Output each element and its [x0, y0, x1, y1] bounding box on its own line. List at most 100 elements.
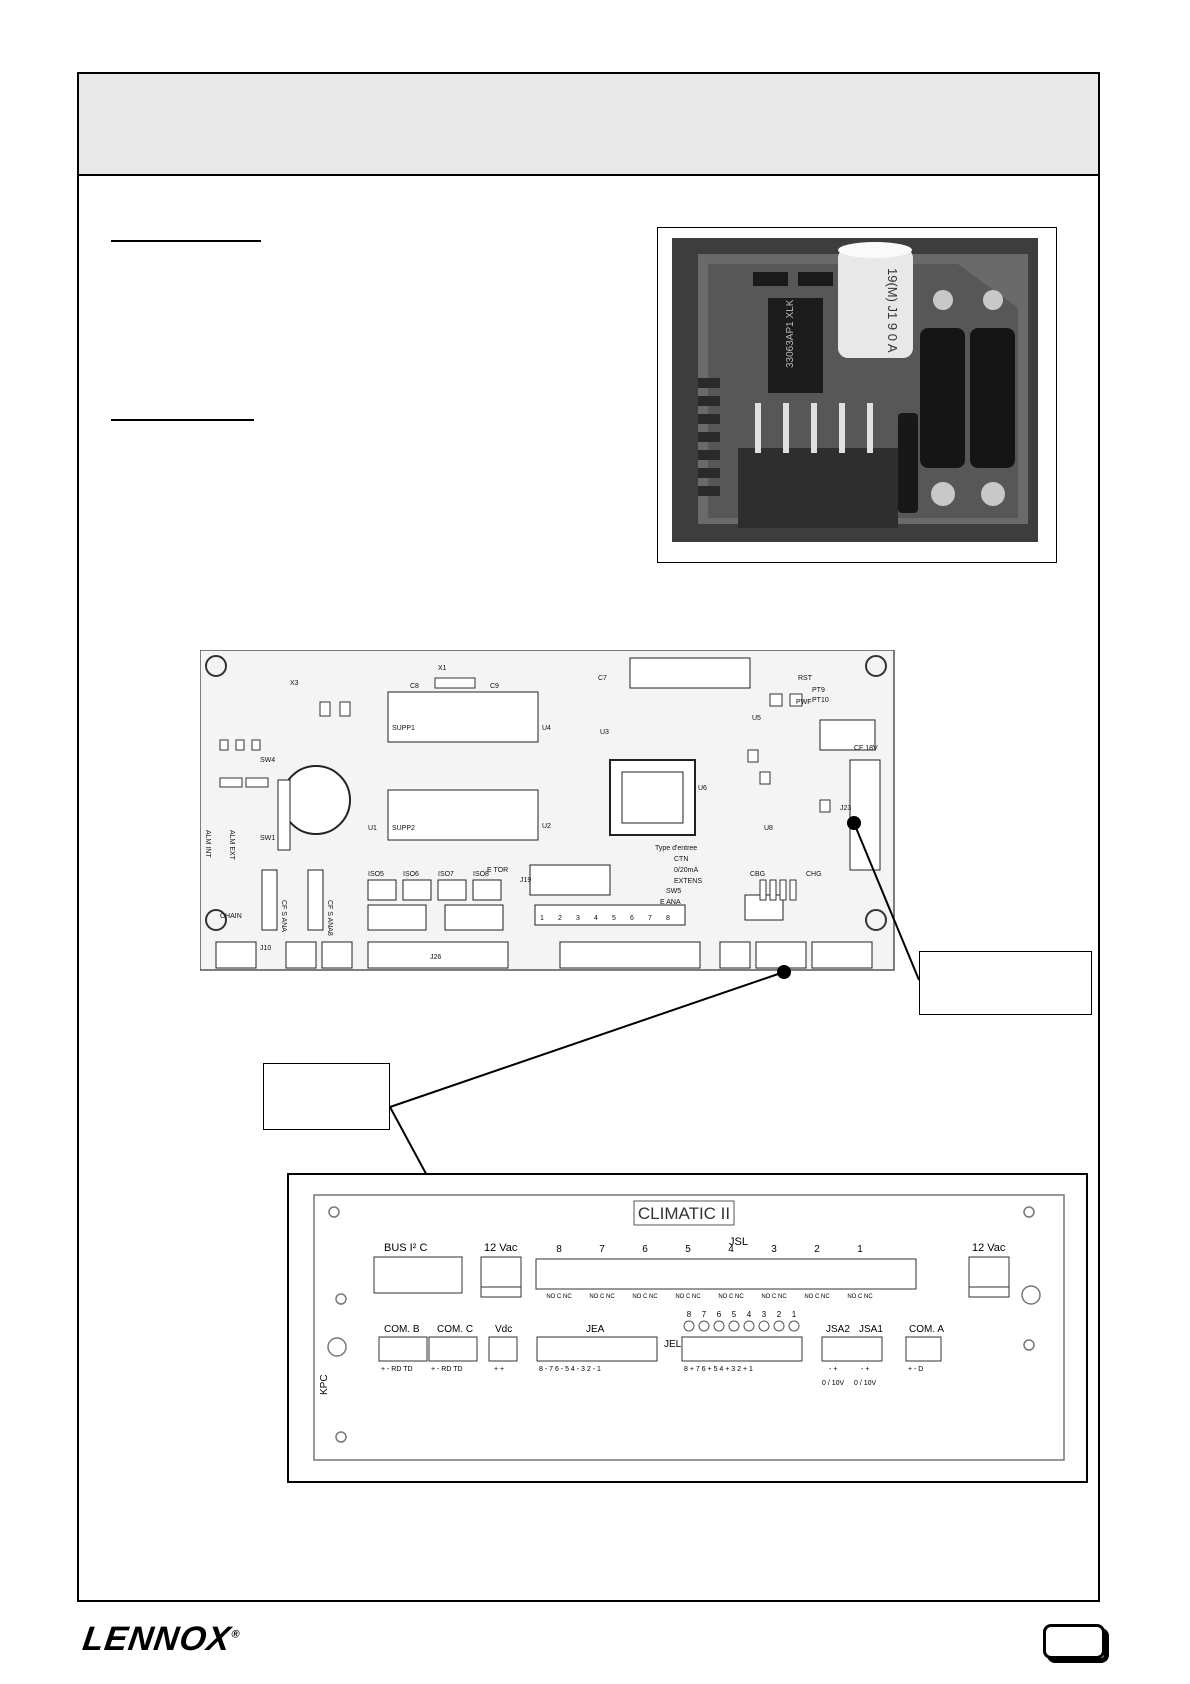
label-c9: C9 [490, 683, 499, 690]
label-jsl: JSL [729, 1236, 748, 1248]
main-board-drawing: X1 X3 C8 C9 C7 SUPP1 SUPP2 U4 U2 U1 U6 U… [200, 650, 895, 971]
led-num-8: 8 [687, 1310, 692, 1319]
label-x1: X1 [438, 665, 447, 672]
led-num-1: 1 [792, 1310, 797, 1319]
label-extens: EXTENS [674, 878, 702, 885]
label-ctn: CTN [674, 856, 688, 863]
relay-num-5: 5 [685, 1244, 691, 1255]
relay-contacts-4: NO C NC [718, 1294, 744, 1300]
label-alm-int: ALM INT [204, 830, 211, 858]
input-num-5: 5 [612, 915, 616, 922]
label-alm-ext: ALM EXT [228, 830, 235, 861]
label-c7: C7 [598, 675, 607, 682]
led-num-5: 5 [732, 1310, 737, 1319]
label-sw1: SW1 [260, 835, 275, 842]
led-num-7: 7 [702, 1310, 707, 1319]
pins-com-b: + - RD TD [381, 1366, 413, 1373]
lennox-logo: LENNOX® [80, 1620, 242, 1658]
relay-contacts-3: NO C NC [761, 1294, 787, 1300]
label-pt10: PT10 [812, 697, 829, 704]
label-sw5: SW5 [666, 888, 681, 895]
label-vdc: Vdc [495, 1324, 512, 1335]
label-jea: JEA [586, 1324, 605, 1335]
label-x3: X3 [290, 680, 299, 687]
relay-num-3: 3 [771, 1244, 777, 1255]
relay-num-8: 8 [556, 1244, 562, 1255]
label-u1: U1 [368, 825, 377, 832]
label-c8: C8 [410, 683, 419, 690]
label-cf-18v: CF 18V [854, 745, 878, 752]
input-num-3: 3 [576, 915, 580, 922]
label-12vac-left: 12 Vac [484, 1242, 518, 1254]
relay-contacts-8: NO C NC [546, 1294, 572, 1300]
pins-jsa1: - + [861, 1366, 869, 1373]
terminal-board-frame: CLIMATIC II BUS I² C 12 Vac JSL 8 7 6 5 … [287, 1173, 1088, 1483]
callout-box-left [263, 1063, 390, 1130]
label-iso8: ISO8 [473, 871, 489, 878]
label-j19: J19 [520, 877, 531, 884]
label-cf-s-ana: CF S ANA [280, 900, 287, 932]
section-rule-1 [111, 240, 261, 242]
label-e-tor: E TOR [487, 867, 508, 874]
label-j26: J26 [430, 954, 441, 961]
input-num-8: 8 [666, 915, 670, 922]
label-bus-i2c: BUS I² C [384, 1242, 427, 1254]
relay-contacts-2: NO C NC [804, 1294, 830, 1300]
input-num-2: 2 [558, 915, 562, 922]
pins-vdc: + + [494, 1366, 504, 1373]
circuit-board-photo: 19(M) J1 9 0 A 33063AP1 XLK [672, 238, 1038, 542]
side-label: KPC [319, 1374, 330, 1395]
range-jsa1: 0 / 10V [854, 1380, 877, 1387]
relay-num-7: 7 [599, 1244, 605, 1255]
label-com-c: COM. C [437, 1324, 473, 1335]
relay-num-2: 2 [814, 1244, 820, 1255]
label-u6: U6 [698, 785, 707, 792]
label-u3: U3 [600, 729, 609, 736]
relay-contacts-5: NO C NC [675, 1294, 701, 1300]
label-j23: J23 [840, 805, 851, 812]
pins-jea: 8 - 7 6 - 5 4 - 3 2 - 1 [539, 1366, 601, 1373]
led-num-6: 6 [717, 1310, 722, 1319]
page-number-tab [1043, 1624, 1109, 1663]
led-num-2: 2 [777, 1310, 782, 1319]
terminal-board-drawing: CLIMATIC II BUS I² C 12 Vac JSL 8 7 6 5 … [313, 1194, 1065, 1461]
label-12vac-right: 12 Vac [972, 1242, 1006, 1254]
relay-contacts-7: NO C NC [589, 1294, 615, 1300]
pins-com-a: + - D [908, 1366, 923, 1373]
relay-contacts-1: NO C NC [847, 1294, 873, 1300]
pins-com-c: + - RD TD [431, 1366, 463, 1373]
label-cbg: CBG [750, 871, 765, 878]
label-rst: RST [798, 675, 813, 682]
input-num-6: 6 [630, 915, 634, 922]
label-chg: CHG [806, 871, 822, 878]
input-num-4: 4 [594, 915, 598, 922]
label-jel: JEL [664, 1339, 682, 1350]
label-com-a: COM. A [909, 1324, 944, 1335]
pointer-dot-connector [777, 965, 791, 979]
label-iso5: ISO5 [368, 871, 384, 878]
label-chain: CHAIN [220, 913, 242, 920]
led-num-3: 3 [762, 1310, 767, 1319]
label-jsa1: JSA1 [859, 1324, 883, 1335]
pins-jsa2: - + [829, 1366, 837, 1373]
page-frame [77, 72, 1100, 1602]
label-sw4: SW4 [260, 757, 275, 764]
board-title: CLIMATIC II [638, 1204, 730, 1223]
input-num-1: 1 [540, 915, 544, 922]
relay-num-6: 6 [642, 1244, 648, 1255]
photo-frame: 19(M) J1 9 0 A 33063AP1 XLK [657, 227, 1057, 563]
label-jsa2: JSA2 [826, 1324, 850, 1335]
label-iso6: ISO6 [403, 871, 419, 878]
label-com-b: COM. B [384, 1324, 420, 1335]
label-pwf: PWF [796, 699, 812, 706]
label-supp2: SUPP2 [392, 825, 415, 832]
relay-num-1: 1 [857, 1244, 863, 1255]
header-band [79, 74, 1098, 176]
svg-text:19(M) J1 9 0 A: 19(M) J1 9 0 A [885, 268, 900, 353]
label-iso7: ISO7 [438, 871, 454, 878]
relay-contacts-6: NO C NC [632, 1294, 658, 1300]
label-0-20ma: 0/20mA [674, 867, 698, 874]
label-pt9: PT9 [812, 687, 825, 694]
relay-num-4: 4 [728, 1244, 734, 1255]
label-j10: J10 [260, 945, 271, 952]
